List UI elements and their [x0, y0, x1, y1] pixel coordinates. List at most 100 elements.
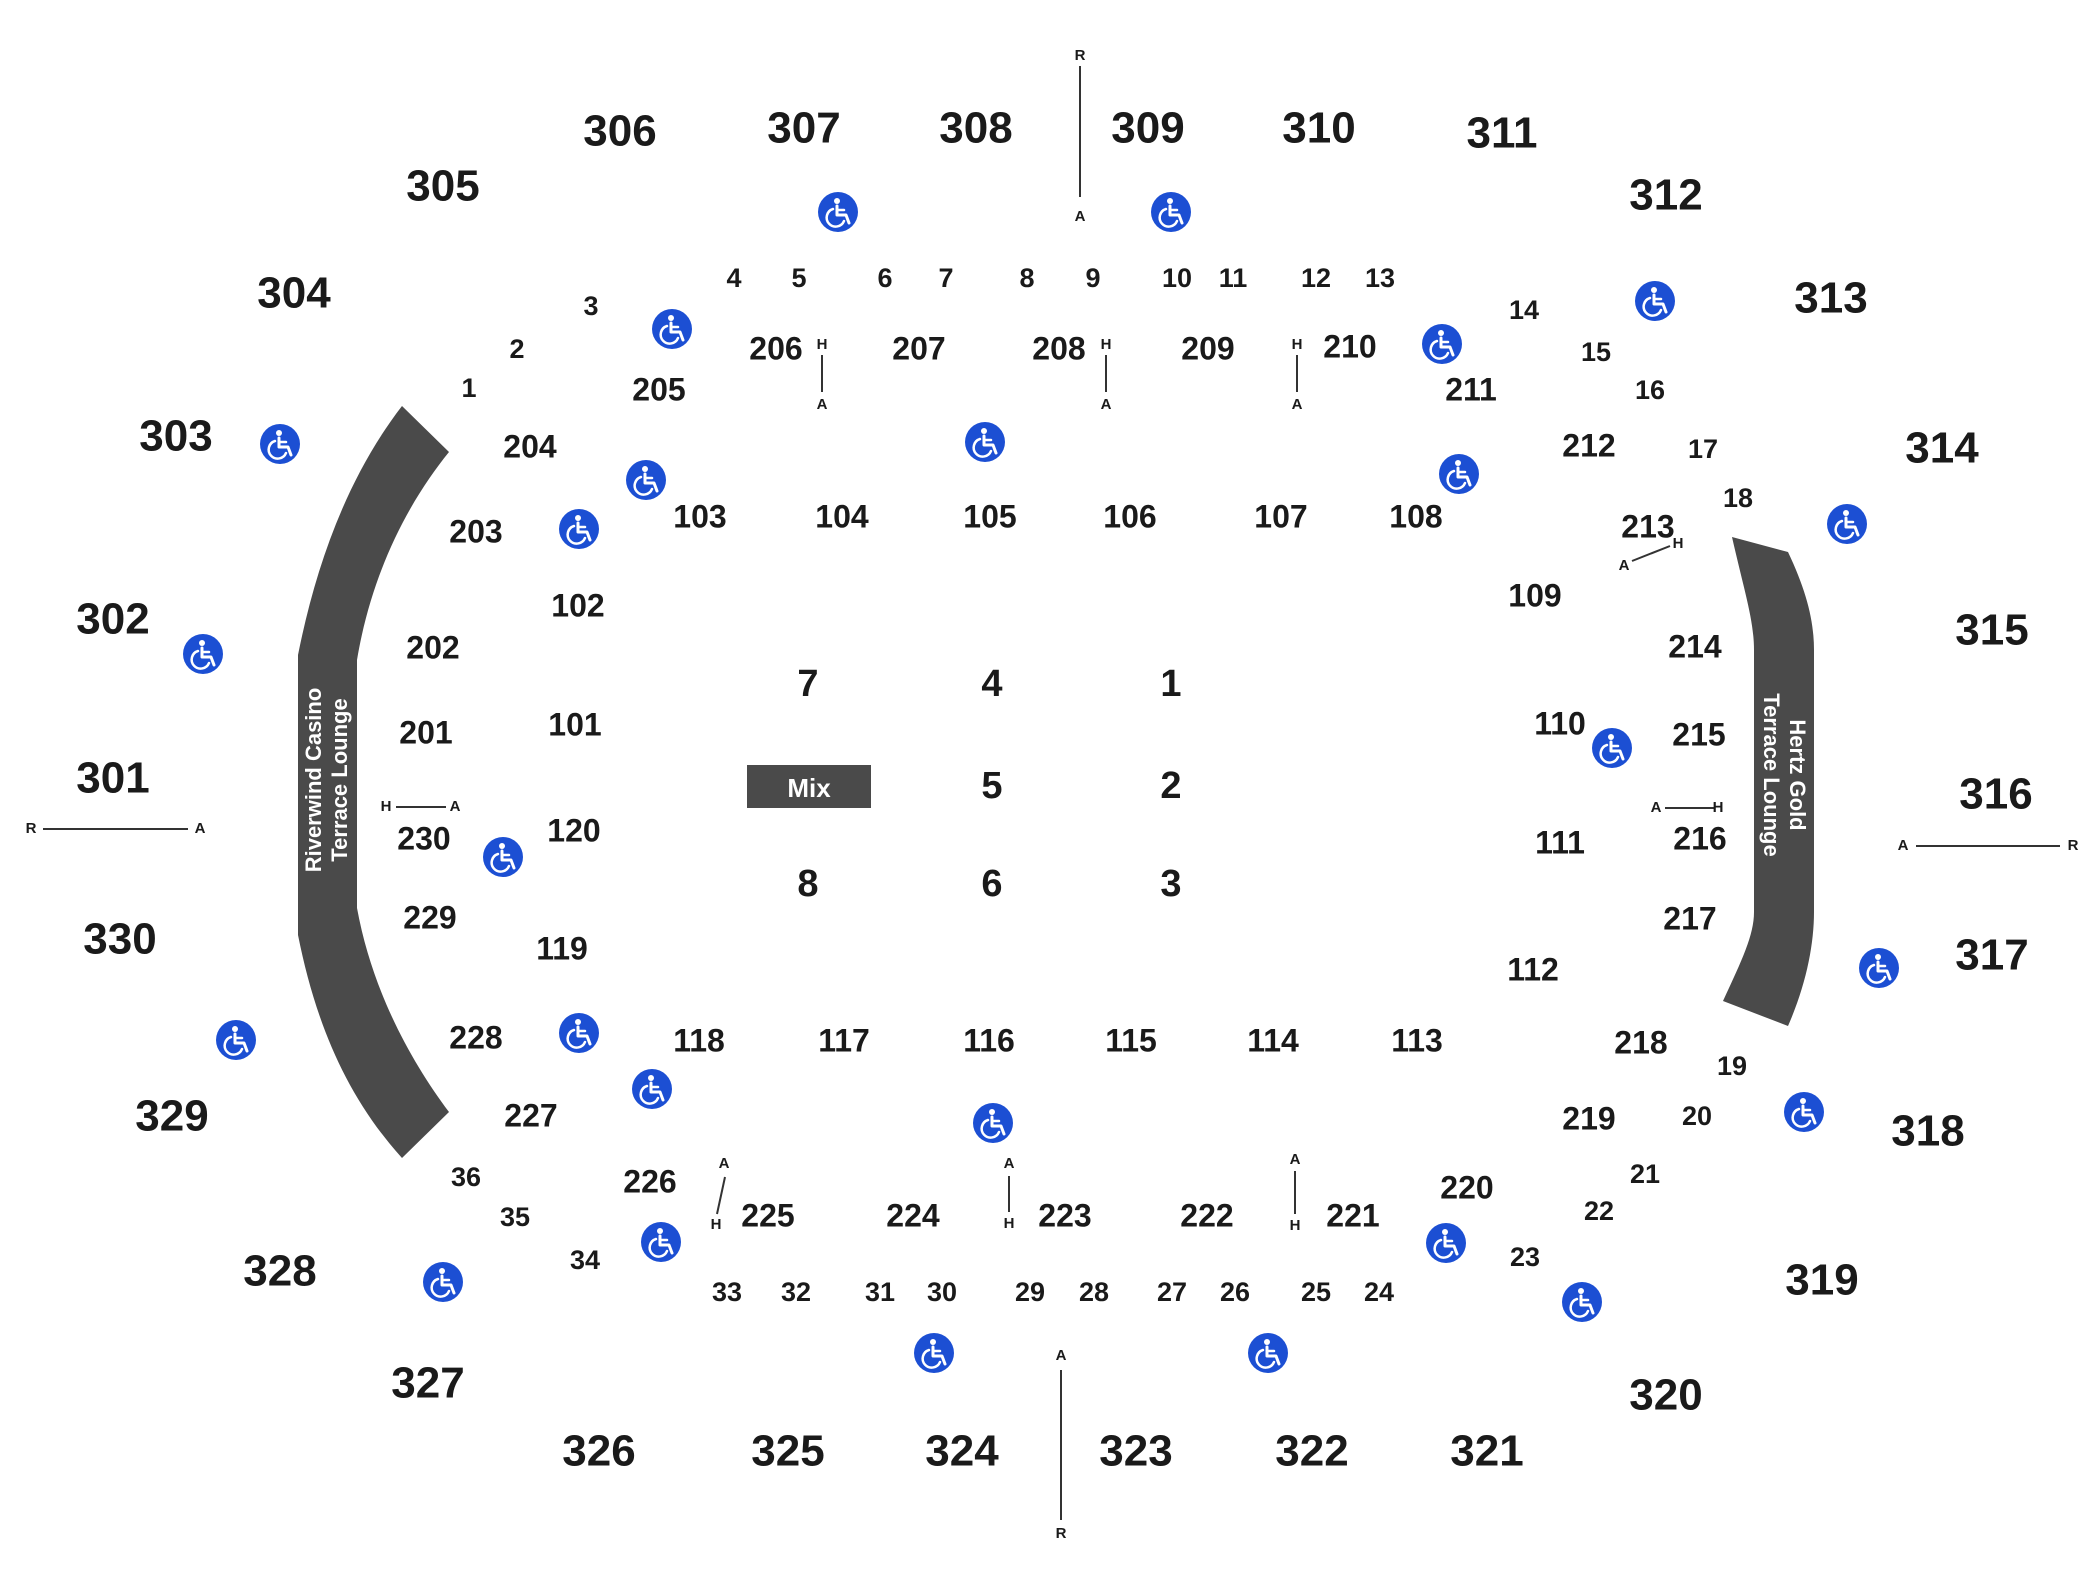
suite-28[interactable]: 28 [1079, 1277, 1109, 1307]
section-109[interactable]: 109 [1508, 577, 1561, 613]
section-230[interactable]: 230 [397, 820, 450, 856]
section-118[interactable]: 118 [673, 1022, 725, 1058]
suite-15[interactable]: 15 [1581, 337, 1611, 367]
suite-10[interactable]: 10 [1162, 263, 1192, 293]
floor-section-5[interactable]: 5 [981, 765, 1002, 807]
suite-17[interactable]: 17 [1688, 434, 1718, 464]
floor-section-2[interactable]: 2 [1160, 765, 1181, 807]
section-315[interactable]: 315 [1955, 606, 2028, 655]
suite-25[interactable]: 25 [1301, 1277, 1331, 1307]
section-202[interactable]: 202 [406, 629, 459, 665]
section-111[interactable]: 111 [1535, 824, 1585, 860]
floor-section-7[interactable]: 7 [797, 663, 818, 705]
floor-section-4[interactable]: 4 [981, 663, 1002, 705]
suite-23[interactable]: 23 [1510, 1242, 1540, 1272]
section-210[interactable]: 210 [1323, 328, 1376, 364]
section-203[interactable]: 203 [449, 513, 502, 549]
section-219[interactable]: 219 [1562, 1100, 1615, 1136]
floor-section-8[interactable]: 8 [797, 863, 818, 905]
section-116[interactable]: 116 [963, 1022, 1015, 1058]
section-320[interactable]: 320 [1629, 1371, 1702, 1420]
floor-section-1[interactable]: 1 [1160, 663, 1181, 705]
section-327[interactable]: 327 [391, 1359, 464, 1408]
suite-12[interactable]: 12 [1301, 263, 1331, 293]
suite-9[interactable]: 9 [1085, 263, 1100, 293]
suite-26[interactable]: 26 [1220, 1277, 1250, 1307]
section-108[interactable]: 108 [1389, 498, 1442, 534]
section-317[interactable]: 317 [1955, 931, 2028, 980]
suite-35[interactable]: 35 [500, 1202, 530, 1232]
suite-19[interactable]: 19 [1717, 1051, 1747, 1081]
suite-2[interactable]: 2 [509, 334, 524, 364]
section-312[interactable]: 312 [1629, 171, 1702, 220]
section-107[interactable]: 107 [1254, 498, 1307, 534]
section-101[interactable]: 101 [548, 706, 601, 742]
section-306[interactable]: 306 [583, 107, 656, 156]
suite-31[interactable]: 31 [865, 1277, 895, 1307]
section-309[interactable]: 309 [1111, 104, 1184, 153]
suite-20[interactable]: 20 [1682, 1101, 1712, 1131]
suite-13[interactable]: 13 [1365, 263, 1395, 293]
section-102[interactable]: 102 [551, 587, 604, 623]
section-305[interactable]: 305 [406, 162, 479, 211]
section-329[interactable]: 329 [135, 1092, 208, 1141]
section-217[interactable]: 217 [1663, 900, 1716, 936]
section-302[interactable]: 302 [76, 595, 149, 644]
section-120[interactable]: 120 [547, 812, 600, 848]
suite-6[interactable]: 6 [877, 263, 892, 293]
section-324[interactable]: 324 [925, 1427, 999, 1476]
suite-4[interactable]: 4 [726, 263, 741, 293]
section-114[interactable]: 114 [1247, 1022, 1299, 1058]
suite-18[interactable]: 18 [1723, 483, 1753, 513]
section-229[interactable]: 229 [403, 899, 456, 935]
section-218[interactable]: 218 [1614, 1024, 1667, 1060]
section-106[interactable]: 106 [1103, 498, 1156, 534]
section-213[interactable]: 213 [1621, 508, 1674, 544]
suite-16[interactable]: 16 [1635, 375, 1665, 405]
section-330[interactable]: 330 [83, 915, 156, 964]
section-228[interactable]: 228 [449, 1019, 502, 1055]
section-313[interactable]: 313 [1794, 274, 1867, 323]
suite-29[interactable]: 29 [1015, 1277, 1045, 1307]
suite-21[interactable]: 21 [1630, 1159, 1660, 1189]
section-205[interactable]: 205 [632, 371, 685, 407]
section-318[interactable]: 318 [1891, 1107, 1964, 1156]
section-321[interactable]: 321 [1450, 1427, 1523, 1476]
section-211[interactable]: 211 [1445, 371, 1497, 407]
suite-8[interactable]: 8 [1019, 263, 1034, 293]
section-224[interactable]: 224 [886, 1197, 940, 1233]
suite-33[interactable]: 33 [712, 1277, 742, 1307]
section-307[interactable]: 307 [767, 104, 840, 153]
section-304[interactable]: 304 [257, 269, 331, 318]
section-301[interactable]: 301 [76, 754, 149, 803]
suite-11[interactable]: 11 [1219, 263, 1248, 293]
suite-36[interactable]: 36 [451, 1162, 481, 1192]
suite-34[interactable]: 34 [570, 1245, 600, 1275]
suite-22[interactable]: 22 [1584, 1196, 1614, 1226]
section-323[interactable]: 323 [1099, 1427, 1172, 1476]
section-226[interactable]: 226 [623, 1163, 676, 1199]
section-216[interactable]: 216 [1673, 820, 1726, 856]
section-310[interactable]: 310 [1282, 104, 1355, 153]
section-212[interactable]: 212 [1562, 427, 1615, 463]
section-303[interactable]: 303 [139, 412, 212, 461]
section-220[interactable]: 220 [1440, 1169, 1493, 1205]
section-208[interactable]: 208 [1032, 330, 1085, 366]
section-104[interactable]: 104 [815, 498, 869, 534]
right-terrace-lounge-shape[interactable] [1723, 537, 1814, 1026]
section-105[interactable]: 105 [963, 498, 1016, 534]
suite-5[interactable]: 5 [791, 263, 806, 293]
section-204[interactable]: 204 [503, 428, 557, 464]
suite-1[interactable]: 1 [461, 373, 476, 403]
suite-3[interactable]: 3 [583, 291, 598, 321]
section-328[interactable]: 328 [243, 1247, 316, 1296]
section-311[interactable]: 311 [1467, 109, 1538, 158]
suite-32[interactable]: 32 [781, 1277, 811, 1307]
suite-24[interactable]: 24 [1364, 1277, 1394, 1307]
section-223[interactable]: 223 [1038, 1197, 1091, 1233]
section-112[interactable]: 112 [1507, 951, 1559, 987]
section-110[interactable]: 110 [1534, 705, 1586, 741]
section-115[interactable]: 115 [1105, 1022, 1157, 1058]
section-201[interactable]: 201 [399, 714, 452, 750]
section-117[interactable]: 117 [818, 1022, 870, 1058]
